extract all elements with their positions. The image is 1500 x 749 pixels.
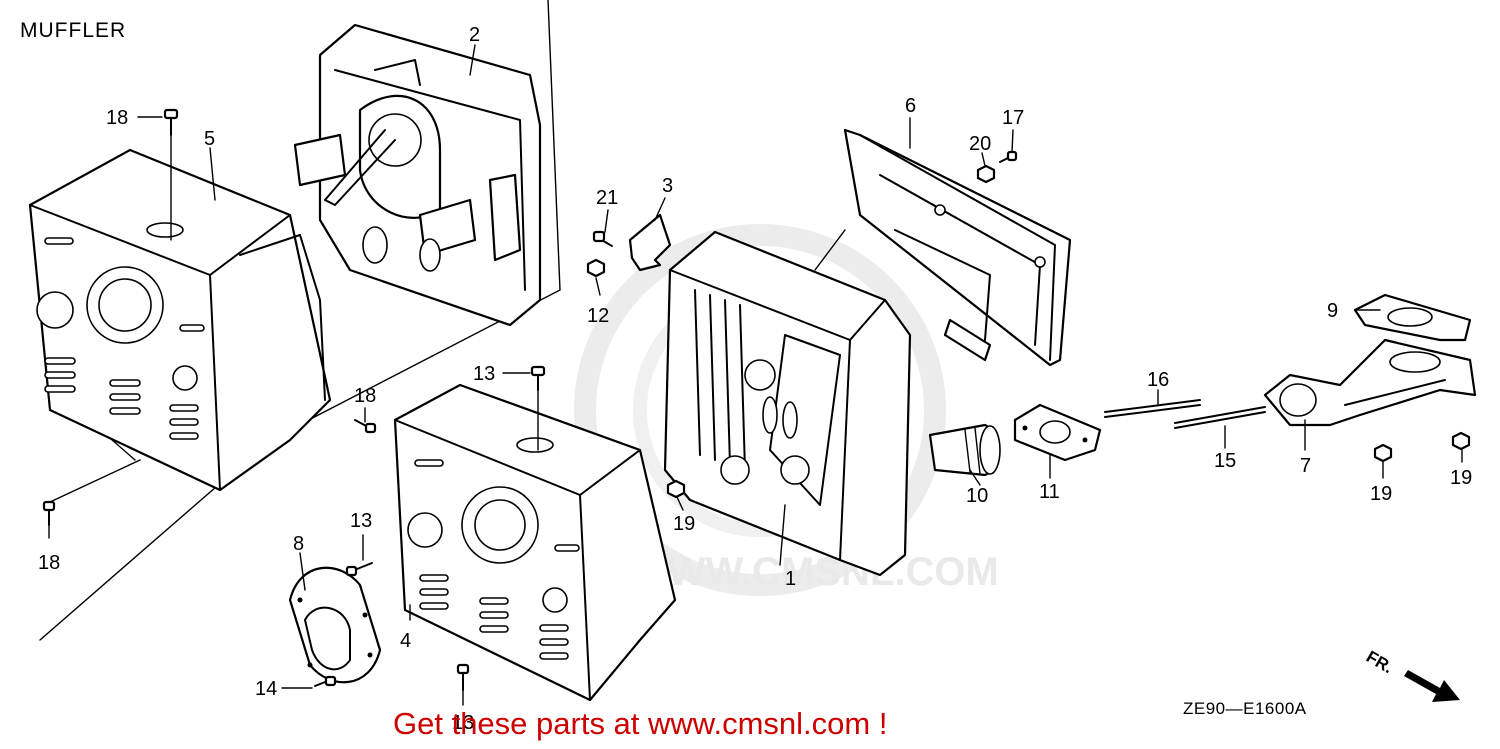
bolt-icon: [456, 663, 470, 691]
callout-10: 10: [966, 485, 988, 507]
bolt-icon: [999, 150, 1018, 163]
vent-slots-upper: [44, 237, 205, 440]
bolt-icon: [530, 365, 546, 391]
callout-19-left: 19: [673, 513, 695, 535]
nut-icon: [976, 164, 996, 184]
callout-18-middle: 18: [354, 385, 376, 407]
bolt-icon: [592, 230, 613, 247]
nut-icon: [1451, 431, 1471, 451]
muffler-cover-lower: [393, 383, 677, 702]
callout-3: 3: [662, 175, 673, 197]
bolt-icon: [42, 500, 56, 526]
front-label: FR.: [1363, 647, 1396, 677]
muffler-main-body: [663, 230, 912, 577]
gasket-exhaust: [1353, 293, 1472, 342]
watermark-text: WWW.CMSNL.COM: [630, 550, 999, 594]
part-callouts: 1 2 3 4 5 6 7 8 9 10 11 12 13 13 13 14 1…: [38, 24, 1472, 734]
muffler-cover-upper: [28, 148, 332, 492]
exhaust-pipe: [1263, 338, 1477, 427]
muffler-end-cap: [288, 566, 382, 684]
callout-9: 9: [1327, 300, 1338, 322]
callout-18-top: 18: [106, 107, 128, 129]
callout-13-lower: 13: [452, 712, 474, 734]
bracket: [628, 213, 672, 272]
diagram-code: ZE90—E1600A: [1183, 699, 1307, 718]
muffler-shell-back: [293, 23, 542, 327]
nut-icon: [666, 479, 686, 499]
callout-19-middle: 19: [1370, 483, 1392, 505]
callout-18-bottom: 18: [38, 552, 60, 574]
front-arrow-icon: [1404, 670, 1460, 702]
callout-2: 2: [469, 24, 480, 46]
callout-7: 7: [1300, 455, 1311, 477]
callout-5: 5: [204, 128, 215, 150]
callout-13-middle: 13: [350, 510, 372, 532]
promo-link-text[interactable]: Get these parts at www.cmsnl.com !: [393, 706, 887, 741]
heat-shield: [843, 128, 1072, 367]
gasket-muffler: [1013, 403, 1102, 462]
callout-21: 21: [596, 187, 618, 209]
leader-lines: [48, 44, 1463, 706]
vent-slots-lower: [414, 459, 580, 660]
callout-17: 17: [1002, 107, 1024, 129]
bolt-icon: [314, 675, 337, 687]
callout-12: 12: [587, 305, 609, 327]
callout-16: 16: [1147, 369, 1169, 391]
studs: [1104, 399, 1266, 429]
callout-15: 15: [1214, 450, 1236, 472]
fasteners: [42, 108, 1471, 691]
page-title: MUFFLER: [20, 19, 126, 42]
callout-8: 8: [293, 533, 304, 555]
bolt-icon: [354, 419, 377, 434]
bolt-icon: [163, 108, 179, 136]
callout-1: 1: [785, 568, 796, 590]
front-direction-marker: FR.: [1363, 647, 1460, 702]
callout-20: 20: [969, 133, 991, 155]
callout-13-upper: 13: [473, 363, 495, 385]
callout-19-right: 19: [1450, 467, 1472, 489]
spark-arrester: [928, 423, 1001, 477]
bolt-icon: [345, 562, 373, 577]
callout-11: 11: [1039, 481, 1060, 503]
callout-4: 4: [400, 630, 411, 652]
nut-icon: [1373, 443, 1393, 463]
callout-6: 6: [905, 95, 916, 117]
nut-icon: [586, 258, 606, 278]
callout-14: 14: [255, 678, 277, 700]
